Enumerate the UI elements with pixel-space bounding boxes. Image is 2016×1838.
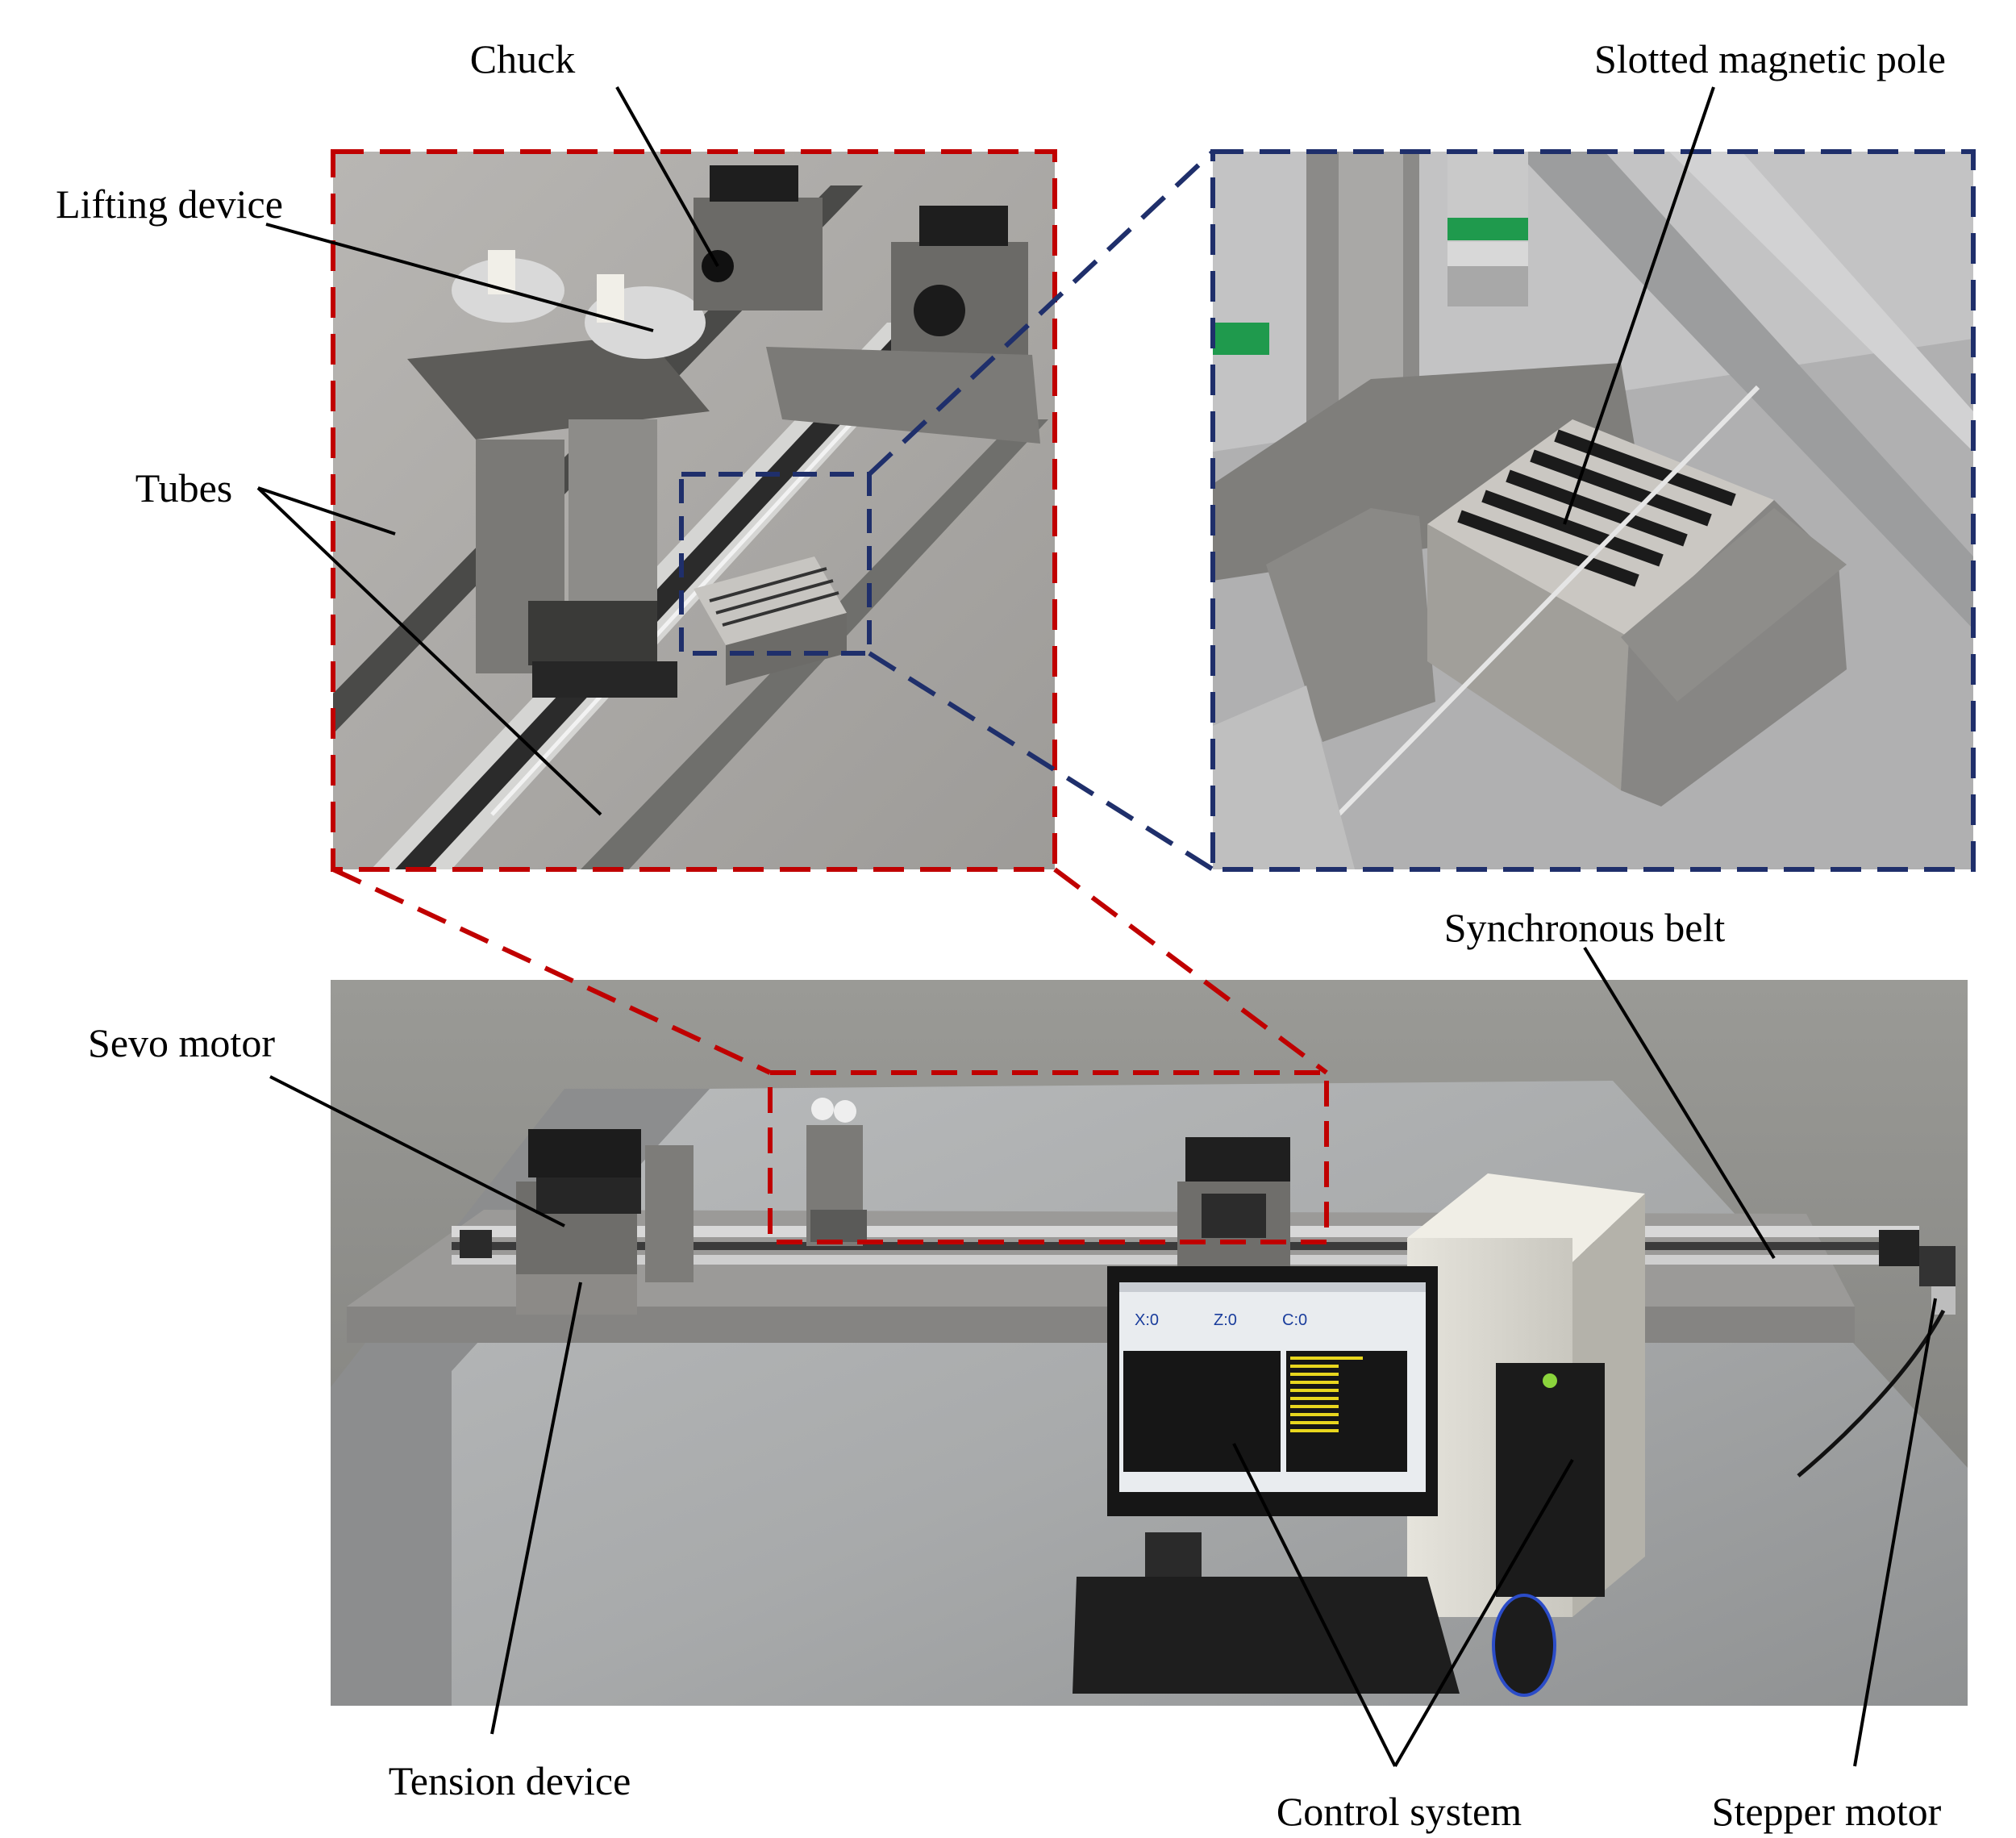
label-slotted-magnetic-pole: Slotted magnetic pole <box>1594 36 1946 81</box>
blue-detail-frame <box>1210 149 1976 872</box>
screen-z-readout: Z:0 <box>1214 1311 1237 1329</box>
leader-servo-motor <box>269 1075 565 1227</box>
keyboard-graphic <box>1073 1577 1460 1694</box>
chuck-zoom <box>694 165 1040 444</box>
lifting-assembly-small <box>806 1098 867 1246</box>
pc-tower-graphic <box>1407 1173 1645 1617</box>
lifting-device-zoom <box>407 250 710 698</box>
connector-lines <box>331 149 1328 1075</box>
label-lifting-device: Lifting device <box>56 181 283 227</box>
blue-connector-top <box>867 149 1215 477</box>
labels: Chuck Slotted magnetic pole Lifting devi… <box>56 36 1946 1834</box>
leader-tubes-2 <box>256 486 602 816</box>
top-left-zoom-photo <box>331 149 1057 872</box>
label-control-system: Control system <box>1277 1789 1522 1834</box>
magnetic-block-zoom <box>694 556 847 686</box>
red-connector-left <box>331 867 772 1075</box>
top-right-zoom-photo <box>1210 149 1976 872</box>
label-tubes: Tubes <box>135 465 232 511</box>
monitor-yellow-lines <box>1290 1357 1363 1432</box>
leader-synchronous-belt <box>1583 946 1776 1260</box>
red-zoom-frame <box>331 149 1057 872</box>
leader-tubes-1 <box>257 486 396 536</box>
table-side <box>331 1089 710 1706</box>
label-tension-device: Tension device <box>389 1758 631 1803</box>
belt-zoom <box>395 331 927 869</box>
screen-c-readout: C:0 <box>1282 1311 1307 1329</box>
leader-lines <box>256 86 1937 1768</box>
mouse-graphic <box>1492 1594 1556 1697</box>
bottom-photo: X:0 Z:0 C:0 <box>331 980 1968 1706</box>
leader-tension-device <box>490 1282 582 1735</box>
blue-connector-bottom <box>868 651 1214 872</box>
label-stepper-motor: Stepper motor <box>1712 1789 1942 1834</box>
leader-chuck <box>615 86 719 267</box>
red-connector-right <box>1053 867 1328 1075</box>
screen-x-readout: X:0 <box>1135 1311 1159 1329</box>
blue-roi-zoom <box>679 472 872 656</box>
monitor-graphic: X:0 Z:0 C:0 <box>1107 1266 1438 1621</box>
stepper-motor-graphic <box>1879 1230 1956 1315</box>
label-synchronous-belt: Synchronous belt <box>1444 905 1726 950</box>
slotted-pole-detail <box>1427 419 1847 806</box>
leader-control-system-2 <box>1393 1458 1574 1768</box>
label-chuck: Chuck <box>470 36 576 81</box>
leader-stepper-motor <box>1853 1298 1937 1767</box>
leader-control-system-1 <box>1232 1443 1397 1767</box>
label-servo-motor: Sevo motor <box>88 1020 275 1065</box>
chuck-assembly-small <box>1177 1137 1290 1270</box>
leader-lifting-device <box>265 223 654 332</box>
tension-device-graphic <box>460 1129 694 1315</box>
leader-slotted-pole <box>1563 86 1715 525</box>
tube-detail <box>1328 385 1760 825</box>
